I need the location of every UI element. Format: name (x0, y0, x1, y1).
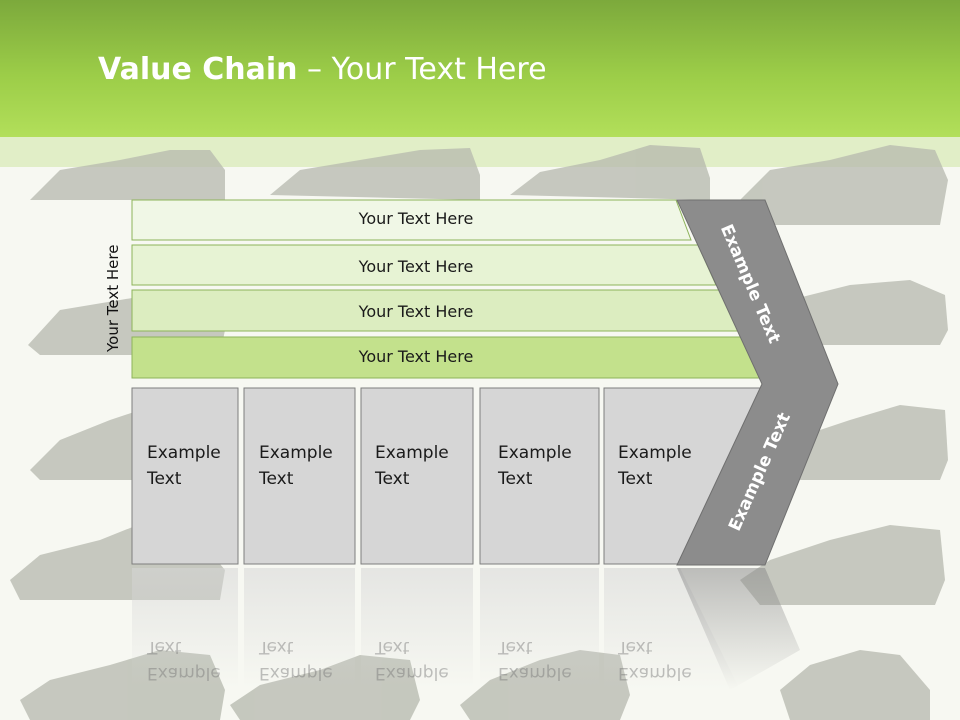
box-5-reflection-line1: Example (618, 663, 692, 683)
box-3-reflection-line1: Example (375, 663, 449, 683)
box-5-line2: Text (618, 469, 653, 489)
box-5-reflection-line2: Text (618, 637, 653, 657)
vertical-label: Your Text Here (104, 244, 122, 352)
box-2-reflection-line1: Example (259, 663, 333, 683)
box-5-line1: Example (618, 443, 692, 463)
header-band (0, 0, 960, 137)
bar-4-text: Your Text Here (358, 347, 474, 366)
box-1-line1: Example (147, 443, 221, 463)
slide-title-rest: – Your Text Here (297, 52, 547, 87)
box-4-reflection-text: Example Text (498, 634, 572, 686)
box-2-reflection-text: Example Text (259, 634, 333, 686)
gray-box-3 (360, 387, 474, 565)
value-bar-1 (131, 199, 692, 241)
gray-box-4 (479, 387, 600, 565)
box-1-reflection-text: Example Text (147, 634, 221, 686)
slide-title-bold: Value Chain (98, 52, 298, 87)
bar-1-text: Your Text Here (358, 209, 474, 228)
box-3-reflection-line2: Text (375, 637, 410, 657)
box-1-reflection-line1: Example (147, 663, 221, 683)
box-3-line1: Example (375, 443, 449, 463)
box-2-line2: Text (259, 469, 294, 489)
slide-title: Value Chain – Your Text Here (98, 52, 547, 87)
box-1-reflection-line2: Text (147, 637, 182, 657)
bar-2-text: Your Text Here (358, 257, 474, 276)
box-5-reflection-text: Example Text (618, 634, 692, 686)
box-4-line2: Text (498, 469, 533, 489)
box-4-reflection-line2: Text (498, 637, 533, 657)
gray-box-2 (243, 387, 356, 565)
gray-box-1 (131, 387, 239, 565)
box-2-line1: Example (259, 443, 333, 463)
bar-3-text: Your Text Here (358, 302, 474, 321)
box-4-reflection-line1: Example (498, 663, 572, 683)
reflection (132, 568, 800, 690)
box-3-line2: Text (375, 469, 410, 489)
chevron-arrow (676, 199, 839, 566)
box-2-reflection-line2: Text (259, 637, 294, 657)
box-3-reflection-text: Example Text (375, 634, 449, 686)
box-4-line1: Example (498, 443, 572, 463)
box-1-line2: Text (147, 469, 182, 489)
